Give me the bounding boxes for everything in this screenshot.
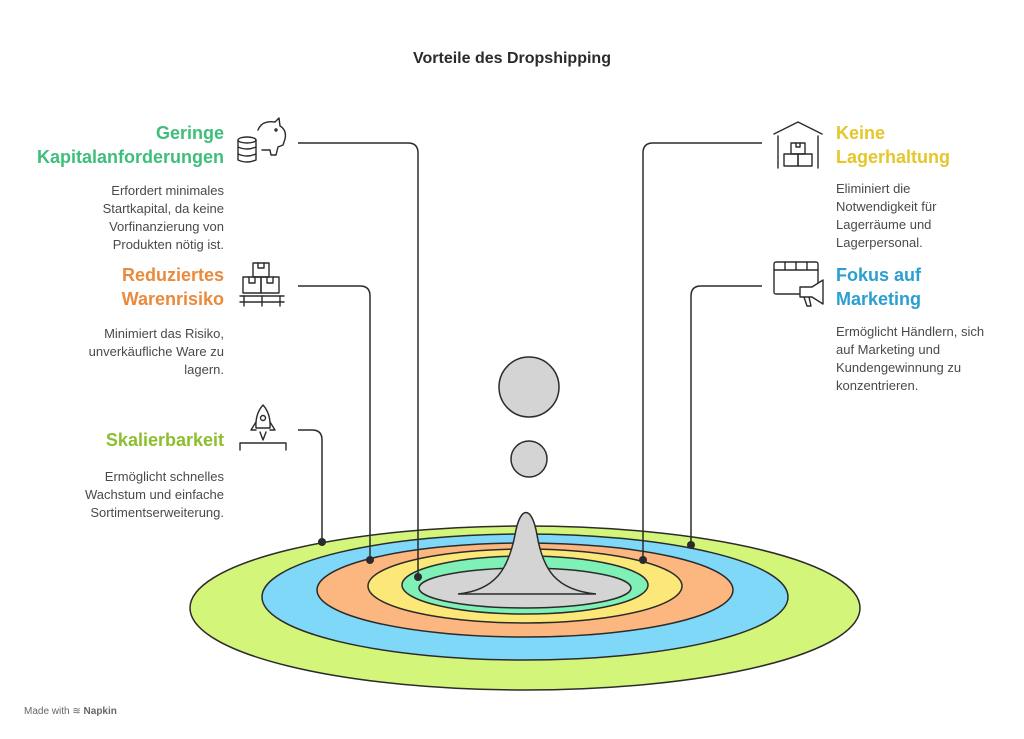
warehouse-icon <box>773 121 823 169</box>
heading-fokus-auf-marketing: Fokus auf Marketing <box>836 265 922 309</box>
connector-lagerhaltung <box>642 142 762 560</box>
heading-keine-lagerhaltung: Keine Lagerhaltung <box>836 123 951 167</box>
desc-keine-lagerhaltung: Eliminiert die Notwendigkeit für Lagerrä… <box>836 181 937 250</box>
desc-skalierbarkeit: Ermöglicht schnelles Wachstum und einfac… <box>85 469 224 520</box>
footer-brand: Napkin <box>83 706 117 717</box>
rocket-launch-icon <box>239 404 287 451</box>
heading-skalierbarkeit: Skalierbarkeit <box>105 430 224 450</box>
megaphone-browser-icon <box>773 261 824 307</box>
napkin-logo-icon: ≋ <box>72 706 81 717</box>
desc-geringe-kapitalanforderungen: Erfordert minimales Startkapital, da kei… <box>102 183 224 252</box>
connector-dot-skalierbarkeit <box>318 538 326 546</box>
connector-dot-warenrisiko <box>366 556 374 564</box>
desc-reduziertes-warenrisiko: Minimiert das Risiko, unverkäufliche War… <box>88 326 224 377</box>
footer-prefix: Made with <box>24 706 70 717</box>
connector-dot-marketing <box>687 541 695 549</box>
connector-marketing <box>690 285 762 545</box>
diagram-title: Vorteile des Dropshipping <box>413 50 611 67</box>
piggy-bank-coins-icon <box>237 117 287 163</box>
splash-peak <box>457 512 597 595</box>
heading-geringe-kapitalanforderungen: Geringe Kapitalanforderungen <box>36 123 224 167</box>
droplet-small <box>510 440 548 478</box>
desc-fokus-auf-marketing: Ermöglicht Händlern, sich auf Marketing … <box>836 324 985 393</box>
connector-dot-kapital <box>414 573 422 581</box>
connector-warenrisiko <box>298 285 371 560</box>
droplet-large <box>498 356 560 418</box>
connector-dot-lagerhaltung <box>639 556 647 564</box>
made-with-napkin-footer: Made with ≋ Napkin <box>24 706 117 717</box>
connector-skalierbarkeit <box>298 429 323 542</box>
heading-reduziertes-warenrisiko: Reduziertes Warenrisiko <box>121 265 224 309</box>
boxes-pallet-icon <box>239 262 285 307</box>
connector-kapital <box>298 142 419 577</box>
